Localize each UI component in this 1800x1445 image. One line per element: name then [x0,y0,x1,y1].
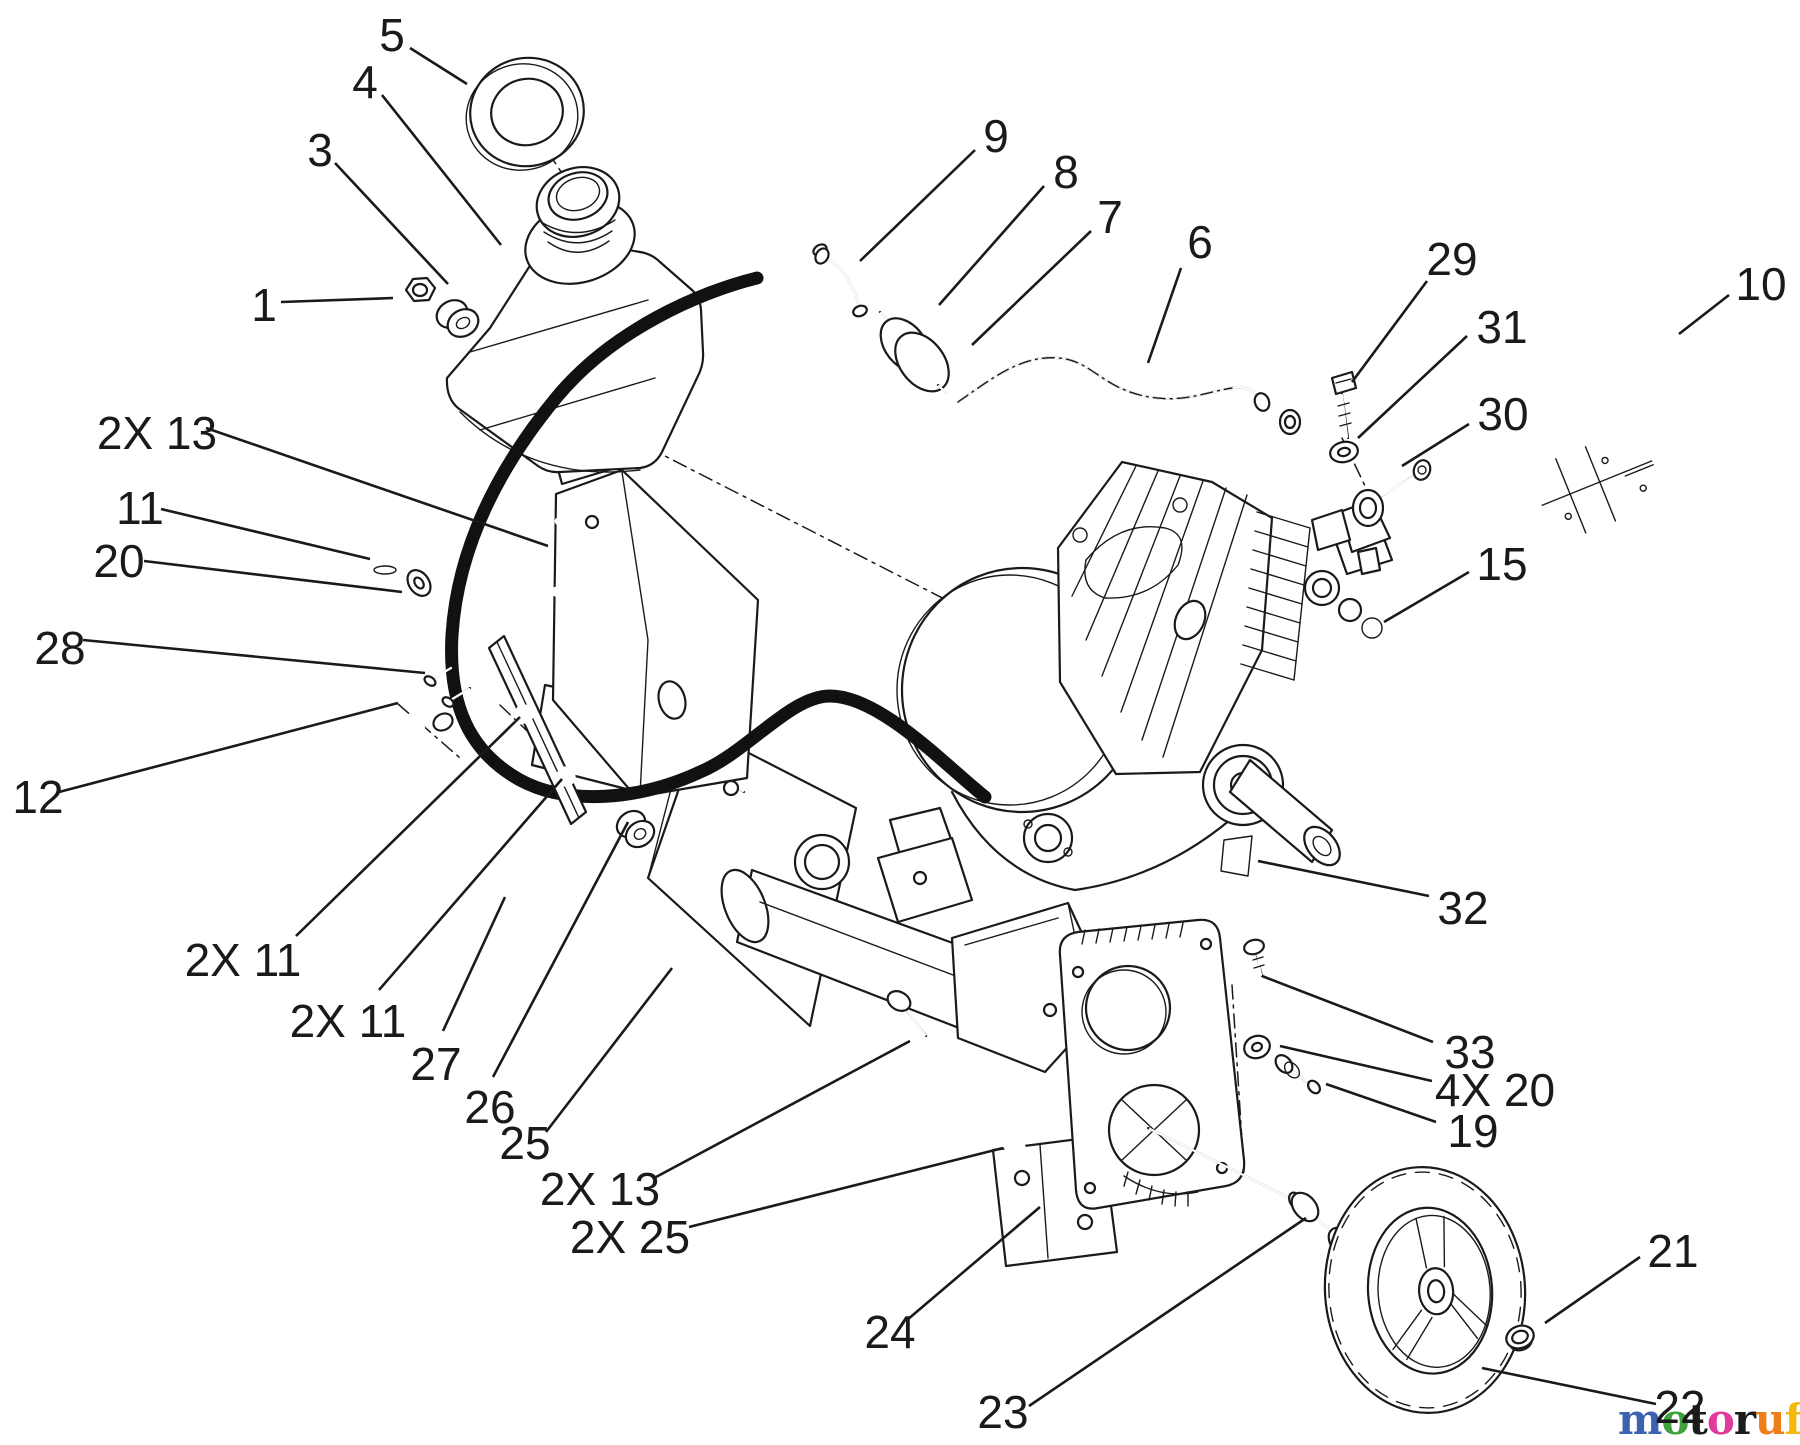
callout-label: 26 [464,1081,515,1133]
leader-line [859,149,976,262]
leader-line [1678,293,1730,336]
leader-line [544,967,674,1133]
leader-line [1383,570,1470,624]
leader-line [378,778,563,991]
wheel-assembly [1323,1166,1527,1414]
callout-label: 22 [1654,1381,1705,1433]
callout-label: 21 [1647,1225,1698,1277]
leader-line [491,821,630,1078]
fuel-line-assembly [803,219,1302,436]
leader-line [1325,1082,1437,1124]
mounting-bolts [1614,329,1690,416]
leader-line [1261,974,1434,1044]
callout-label: 11 [116,482,164,534]
callout-label: 2X 25 [570,1211,690,1263]
callout-label: 2X 13 [540,1163,660,1215]
callout-label: 4 [352,56,378,108]
leader-line [143,559,403,594]
leader-line [655,1039,911,1179]
callout-label: 20 [93,535,144,587]
callout-label: 2X 13 [97,407,217,459]
callout-label: 5 [379,9,405,61]
leader-line [688,1146,1004,1229]
leader-line [1279,1044,1433,1083]
callout-label: 2X 11 [185,934,302,986]
leader-line [906,1206,1041,1321]
fuel-tank-assembly [404,56,705,474]
callout-label: 33 [1444,1026,1495,1078]
leader-line [1544,1255,1641,1325]
callout-label: 9 [983,110,1009,162]
callout-label: 10 [1735,258,1786,310]
leader-line [205,426,549,548]
callout-label: 32 [1437,882,1488,934]
leader-line [380,94,503,246]
control-cable [445,271,992,804]
leader-line [1350,280,1429,383]
leader-line [280,296,394,304]
callout-label: 23 [977,1386,1028,1438]
leader-line [1257,859,1430,898]
air-box-part [1529,419,1666,543]
callout-label: 7 [1097,191,1123,243]
callout-label: 8 [1053,146,1079,198]
callout-label: 2X 11 [290,995,407,1047]
callout-label: 24 [864,1306,915,1358]
callout-label: 19 [1447,1105,1498,1157]
leader-line [1481,1366,1657,1406]
leader-line [334,162,449,285]
callout-label: 6 [1187,216,1213,268]
callout-label: 25 [499,1117,550,1169]
callout-label: 28 [34,622,85,674]
callout-label: 31 [1476,301,1527,353]
leader-line [1357,335,1468,439]
engine [896,460,1394,892]
leader-line [58,701,399,794]
leader-line [1028,1216,1307,1408]
callout-label: 1 [251,279,277,331]
leader-line [160,507,371,561]
leader-line [82,638,426,675]
watermark: motoruf.de [1618,1395,1800,1444]
callout-label: 4X 20 [1435,1064,1555,1116]
callout-label: 29 [1426,233,1477,285]
throttle-control-parts [1310,370,1432,576]
callout-label: 27 [410,1038,461,1090]
engine-decal [1220,835,1253,877]
leader-line [938,185,1045,306]
leader-line [1401,422,1470,468]
callout-label: 30 [1477,388,1528,440]
callout-label: 12 [12,771,63,823]
hub-nut [1505,1324,1535,1352]
leader-line [971,230,1092,346]
leader-line [441,896,507,1032]
leader-line [409,46,468,86]
callout-label: 3 [307,124,333,176]
callout-label: 15 [1476,538,1527,590]
leader-line [295,716,521,937]
small-hardware [373,551,1322,1158]
leader-line [1146,267,1183,364]
